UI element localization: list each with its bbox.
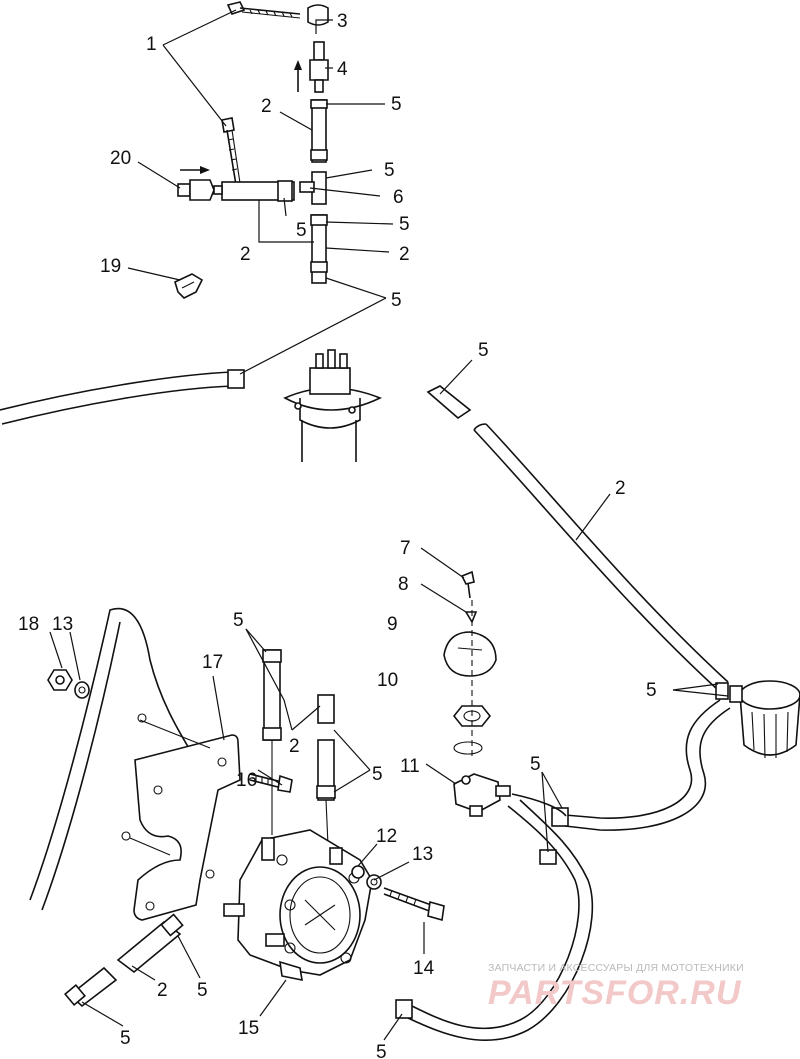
hose-fitting-part [426,385,472,420]
callout-2: 2 [399,244,410,265]
bolt-part-16 [249,773,293,793]
cable-tie-part-2 [221,117,241,186]
callout-5: 5 [372,764,383,785]
fuel-pump-part [223,829,373,982]
valve-outlet-hose [395,793,594,1042]
callout-5: 5 [233,610,244,631]
cap-part [307,4,329,26]
callout-1: 1 [146,34,157,55]
callout-15: 15 [238,1018,259,1039]
callout-5: 5 [478,340,489,361]
leader-lines [49,9,729,1041]
callout-14: 14 [413,958,435,979]
callout-6: 6 [393,187,404,208]
callout-13: 13 [412,844,433,865]
pump-inlet-hoses [262,649,336,846]
callout-5: 5 [197,980,208,1001]
callout-2: 2 [157,980,168,1001]
watermark: ЗАПЧАСТИ И АКСЕССУАРЫ ДЛЯ МОТОТЕХНИКИ PA… [488,962,800,1012]
callout-5: 5 [376,1042,387,1059]
flow-arrow-right-icon [180,166,210,174]
callout-10: 10 [377,670,398,691]
watermark-brand: PARTSFOR.RU [488,974,742,1012]
flow-arrow-up-icon [294,60,302,92]
fuel-filter-part [715,680,800,759]
callout-5: 5 [646,680,657,701]
filter-outlet-hose [551,699,731,831]
callout-13: 13 [52,614,73,635]
frame-outline [29,607,191,911]
callout-3: 3 [337,11,348,32]
callout-5: 5 [530,754,541,775]
tee-fitting-part [299,171,327,205]
callout-18: 18 [18,614,39,635]
watermark-tagline: ЗАПЧАСТИ И АКСЕССУАРЫ ДЛЯ МОТОТЕХНИКИ [488,962,744,974]
vertical-hose-lower [310,214,328,284]
callout-7: 7 [400,538,411,559]
callout-9: 9 [387,614,398,635]
check-valve-part [177,179,223,201]
vertical-hose-upper [310,99,328,163]
long-hose-left [0,369,245,425]
shutoff-valve-assembly [443,570,511,817]
callout-5: 5 [296,220,307,241]
callout-5: 5 [391,290,402,311]
callout-2: 2 [240,244,251,265]
nut-washer-parts [47,669,90,699]
clip-part [174,273,204,299]
callout-17: 17 [202,652,223,673]
callout-8: 8 [398,574,409,595]
adapter-part [309,41,329,93]
callout-12: 12 [376,826,397,847]
pump-bracket-part [121,713,241,921]
callout-4: 4 [337,59,348,80]
fuel-tank-sender-part [283,349,382,462]
callout-11: 11 [400,756,420,777]
callout-5: 5 [120,1028,131,1049]
pump-outlet-hoses [64,913,184,1008]
callout-5: 5 [391,94,402,115]
callout-2: 2 [289,736,300,757]
callout-numbers: 1 3 4 2 5 20 5 6 5 5 2 2 19 5 5 2 7 8 9 … [18,11,657,1059]
callout-2: 2 [615,478,626,499]
callout-16: 16 [236,770,257,791]
long-hose-right [473,423,729,691]
callout-5: 5 [399,214,410,235]
horizontal-hose [221,180,295,202]
callout-5: 5 [384,160,395,181]
callout-20: 20 [110,148,131,169]
callout-2: 2 [261,96,272,117]
callout-19: 19 [100,256,121,277]
cable-tie-part [226,1,301,19]
